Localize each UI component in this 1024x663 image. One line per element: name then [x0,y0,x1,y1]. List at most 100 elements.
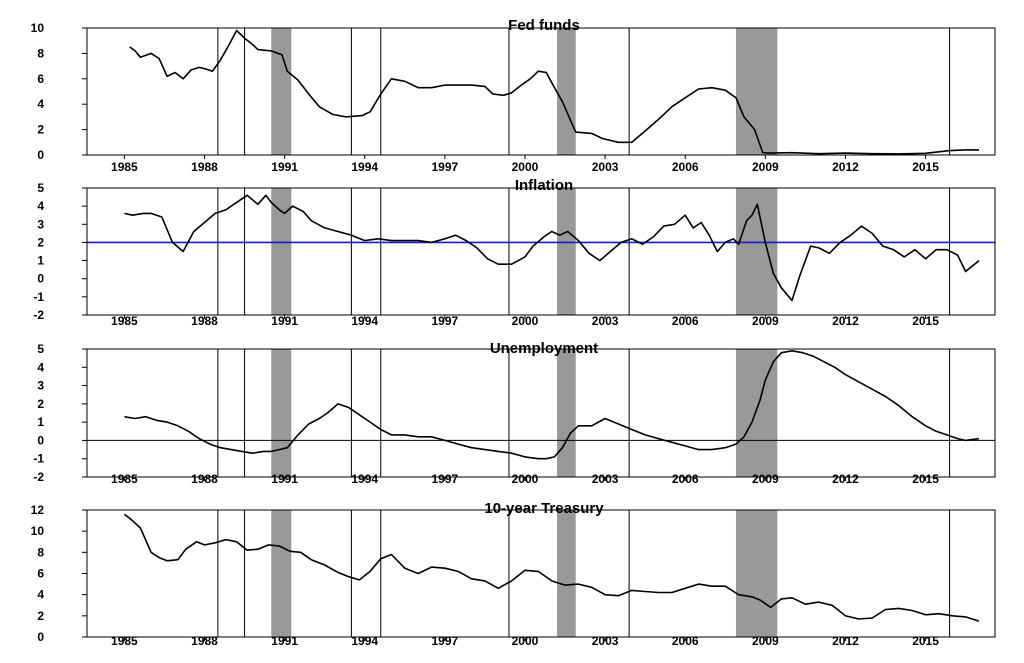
y-tick-label: -2 [33,308,44,322]
x-tick-label: 2012 [832,314,859,328]
recession-band [271,349,292,477]
x-tick-label: 2003 [592,160,619,174]
x-tick-label: 2015 [912,634,939,648]
recession-band [557,28,576,155]
y-tick-label: 0 [37,272,44,286]
y-tick-label: 2 [37,123,44,137]
chart-panel-2: -2 -1 0 1 2 3 4 5 1985 1988 1991 1994 1997 2000 2003 20… [33,340,996,486]
panel-title: Inflation [515,177,573,194]
x-tick-label: 2000 [512,160,539,174]
x-tick-label: 2009 [752,472,779,486]
x-tick-label: 2006 [672,634,699,648]
x-tick-label: 2012 [832,160,859,174]
y-tick-label: 0 [37,630,44,644]
x-tick-label: 1991 [271,160,298,174]
recession-band [557,349,576,477]
y-tick-label: 12 [31,503,45,517]
y-tick-label: 4 [37,199,44,213]
x-tick-label: 1985 [111,314,138,328]
y-tick-label: 5 [37,181,44,195]
x-tick-label: 1988 [191,472,218,486]
panel-title: Fed funds [508,17,580,34]
plot-frame [86,27,996,156]
y-tick-label: 8 [37,46,44,60]
x-tick-label: 1994 [351,314,378,328]
series-line [123,513,980,622]
y-tick-label: 2 [37,397,44,411]
x-tick-label: 2003 [592,472,619,486]
y-tick-label: 8 [37,545,44,559]
chart-panel-1: -2 -1 0 1 2 3 4 5 1985 1988 1991 1994 1997 2000 2003 20… [33,177,996,328]
y-tick-label: -2 [33,470,44,484]
x-tick-label: 1985 [111,472,138,486]
recession-band [557,510,576,637]
recession-band [271,188,292,315]
x-tick-label: 2006 [672,314,699,328]
y-tick-label: 2 [37,235,44,249]
y-tick-label: 10 [31,21,45,35]
x-tick-label: 2015 [912,472,939,486]
y-tick-label: 4 [37,97,44,111]
panel-title: 10-year Treasury [484,500,604,517]
x-tick-label: 2009 [752,634,779,648]
x-tick-label: 1994 [351,472,378,486]
x-tick-label: 1994 [351,160,378,174]
x-tick-label: 1997 [432,634,459,648]
y-tick-label: 3 [37,217,44,231]
panel-title: Unemployment [490,340,598,357]
x-tick-label: 2006 [672,472,699,486]
x-tick-label: 1988 [191,314,218,328]
y-tick-label: 1 [37,415,44,429]
y-tick-label: 5 [37,342,44,356]
x-tick-label: 1994 [351,634,378,648]
y-tick-label: 1 [37,254,44,268]
series-line [124,194,980,302]
y-tick-label: 4 [37,588,44,602]
recession-band [271,510,292,637]
recession-band [735,510,778,637]
x-tick-label: 1988 [191,634,218,648]
x-tick-label: 2015 [912,160,939,174]
recession-band [557,188,576,315]
x-tick-label: 2012 [832,634,859,648]
x-tick-label: 2015 [912,314,939,328]
x-tick-label: 1991 [271,472,298,486]
x-tick-label: 2012 [832,472,859,486]
x-tick-label: 2006 [672,160,699,174]
y-tick-label: 4 [37,360,44,374]
x-tick-label: 1997 [432,314,459,328]
x-tick-label: 2000 [512,314,539,328]
y-tick-label: 0 [37,433,44,447]
y-tick-label: 10 [31,524,45,538]
x-tick-label: 2009 [752,314,779,328]
x-tick-label: 1985 [111,160,138,174]
x-tick-label: 1991 [271,634,298,648]
plot-frame [86,187,996,316]
y-tick-label: -1 [33,452,44,466]
y-tick-label: 2 [37,609,44,623]
y-tick-label: -1 [33,290,44,304]
x-tick-label: 1991 [271,314,298,328]
x-tick-label: 1988 [191,160,218,174]
y-tick-label: 6 [37,567,44,581]
x-tick-label: 2003 [592,634,619,648]
x-tick-label: 2000 [512,472,539,486]
x-tick-label: 2003 [592,314,619,328]
recession-band [735,349,778,477]
recession-band [735,188,778,315]
x-tick-label: 1997 [432,472,459,486]
series-line [129,29,979,155]
x-tick-label: 1985 [111,634,138,648]
recession-band [271,28,292,155]
y-tick-label: 3 [37,379,44,393]
y-tick-label: 6 [37,72,44,86]
y-tick-label: 0 [37,148,44,162]
x-tick-label: 1997 [432,160,459,174]
chart-panel-0: 0 2 4 6 8 10 1985 1988 1991 1994 1997 2000 2003 2006 2… [31,17,996,174]
series-line [124,349,980,460]
x-tick-label: 2009 [752,160,779,174]
chart-panel-3: 0 2 4 6 8 10 12 1985 1988 1991 1994 1997 2000 2003 200… [31,500,996,648]
x-tick-label: 2000 [512,634,539,648]
